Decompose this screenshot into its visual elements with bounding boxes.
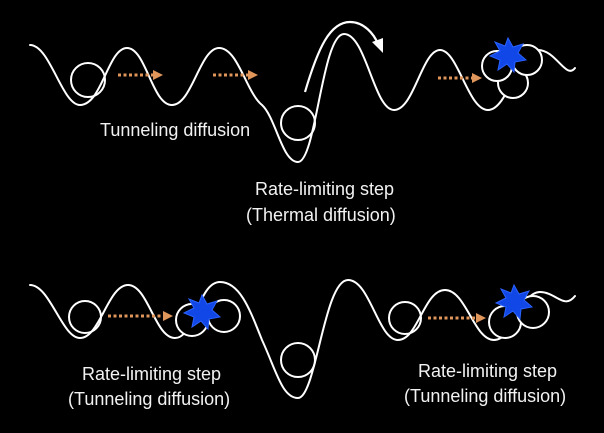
bottom-particle-1 — [68, 300, 102, 334]
bottom-left-rate-label: Rate-limiting step — [82, 364, 221, 384]
bottom-tunneling-arrow-1 — [108, 311, 173, 321]
top-landscape — [29, 20, 576, 163]
top-particle-trapped — [280, 105, 316, 141]
bottom-particle-2 — [388, 301, 422, 335]
bottom-left-tunneling-label: (Tunneling diffusion) — [68, 389, 230, 409]
top-tunneling-arrow-3 — [438, 73, 482, 83]
thermal-hop-curved-arrow-icon — [303, 20, 383, 93]
top-tunneling-label: Tunneling diffusion — [100, 120, 250, 140]
bottom-tunneling-arrow-2 — [428, 313, 486, 323]
bottom-right-tunneling-label: (Tunneling diffusion) — [404, 386, 566, 406]
bottom-landscape — [29, 279, 576, 399]
top-tunneling-arrow-1 — [118, 70, 163, 80]
bottom-potential-curve — [29, 279, 576, 399]
top-potential-curve — [29, 33, 576, 163]
bottom-particle-trapped — [280, 342, 316, 378]
top-rate-limiting-label: Rate-limiting step — [255, 179, 394, 199]
top-thermal-label: (Thermal diffusion) — [246, 205, 396, 225]
top-tunneling-arrow-2 — [213, 70, 258, 80]
top-particle-1 — [70, 62, 106, 98]
bottom-right-rate-label: Rate-limiting step — [418, 361, 557, 381]
